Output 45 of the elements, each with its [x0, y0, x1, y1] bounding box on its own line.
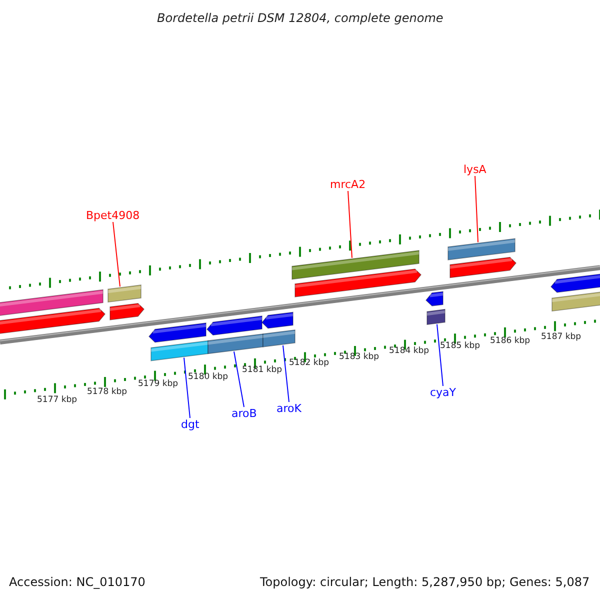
gene-feature	[262, 329, 296, 348]
scale-label: 5178 kbp	[87, 388, 128, 396]
scale-label: 5187 kbp	[541, 332, 582, 341]
accession-text: Accession: NC_010170	[9, 576, 146, 588]
scale-label: 5185 kbp	[440, 342, 480, 350]
gene-label: dgt	[181, 418, 200, 430]
gene-feature	[0, 308, 106, 335]
gene-feature	[552, 291, 600, 312]
gene-feature	[426, 308, 446, 326]
gene-feature	[150, 340, 208, 362]
leader-line	[282, 344, 290, 402]
scale-label: 5181 kbp	[242, 366, 282, 374]
leader-line	[436, 324, 444, 386]
gene-label: lysA	[464, 164, 486, 174]
title: Bordetella petrii DSM 12804, complete genome	[157, 12, 444, 24]
gene-feature	[292, 250, 420, 280]
gene-label: aroK	[276, 402, 302, 414]
genome-summary: Topology: circular; Length: 5,287,950 bp; Genes: 5,087	[260, 576, 590, 588]
gene-feature	[148, 322, 206, 343]
gene-feature	[110, 302, 145, 320]
scale-label: 5183 kbp	[339, 352, 380, 361]
gene-feature	[208, 333, 264, 354]
scale-label: 5177 kbp	[37, 396, 78, 404]
gene-feature	[108, 284, 142, 303]
gene-feature	[450, 256, 517, 278]
leader-line	[184, 357, 190, 418]
leader-line	[348, 190, 352, 258]
gene-label: Bpet4908	[86, 210, 140, 220]
leader-line	[112, 222, 120, 288]
gene-feature	[294, 268, 422, 298]
gene-label: mrcA2	[330, 178, 366, 190]
gene-label: aroB	[232, 408, 257, 418]
gene-feature	[425, 291, 444, 306]
leader-line	[474, 176, 478, 243]
leader-line	[234, 351, 244, 408]
gene-feature	[0, 289, 104, 317]
scale-label: 5180 kbp	[188, 372, 228, 381]
gene-feature	[448, 238, 516, 260]
scale-label: 5182 kbp	[289, 358, 330, 367]
gene-feature	[550, 273, 600, 293]
scale-label: 5184 kbp	[389, 346, 430, 355]
scale-label: 5186 kbp	[490, 336, 530, 345]
gene-label: cyaY	[430, 386, 456, 398]
gene-feature	[261, 312, 294, 329]
scale-label: 5179 kbp	[138, 380, 178, 388]
